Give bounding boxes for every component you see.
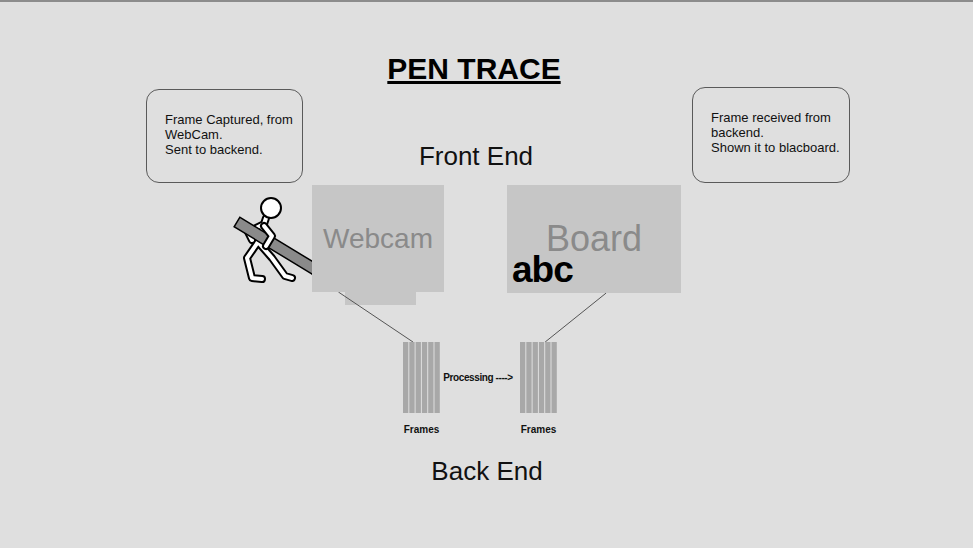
callout-box: Frame received from backend.Shown it to … bbox=[692, 87, 850, 183]
frame-bar bbox=[409, 342, 414, 413]
frame-bar bbox=[526, 342, 531, 413]
callout-text: Shown it to blacboard. bbox=[711, 140, 841, 155]
figure-arm bbox=[264, 226, 272, 246]
frame-bars bbox=[403, 342, 440, 413]
connector-line bbox=[545, 293, 606, 342]
frame-bar bbox=[552, 342, 557, 413]
connector-line bbox=[338, 292, 413, 342]
frame-bar bbox=[428, 342, 433, 413]
frame-bar bbox=[520, 342, 525, 413]
callout-box: Frame Captured, from WebCam.Sent to back… bbox=[146, 89, 303, 183]
frame-bar bbox=[545, 342, 550, 413]
diagram-title: PEN TRACE bbox=[387, 52, 560, 86]
frame-bar bbox=[435, 342, 440, 413]
frame-bar bbox=[422, 342, 427, 413]
process-note: Processing ----> bbox=[443, 371, 512, 385]
top-border bbox=[0, 0, 973, 2]
frame-bar bbox=[403, 342, 408, 413]
frame-bar bbox=[539, 342, 544, 413]
frame-stack: Frames bbox=[520, 342, 557, 438]
frame-label: Frames bbox=[403, 424, 440, 436]
figure-head bbox=[261, 198, 281, 218]
callout-text: Frame Captured, from WebCam. bbox=[165, 112, 295, 142]
callout-text: Frame received from backend. bbox=[711, 110, 841, 140]
frame-bar bbox=[533, 342, 538, 413]
section-label: Back End bbox=[431, 456, 542, 486]
device-box: Boardabc bbox=[507, 185, 681, 293]
callout-text: Sent to backend. bbox=[165, 142, 295, 157]
section-label: Front End bbox=[419, 141, 533, 171]
figure-arm-outline bbox=[264, 226, 272, 246]
frame-bar bbox=[416, 342, 421, 413]
frame-bars bbox=[520, 342, 557, 413]
frame-stack: Frames bbox=[403, 342, 440, 438]
frame-label: Frames bbox=[520, 424, 557, 436]
box-title: Webcam bbox=[323, 223, 433, 255]
board-sample-text: abc bbox=[512, 249, 573, 290]
device-box: Webcam bbox=[312, 185, 444, 292]
pen-body bbox=[234, 217, 318, 274]
